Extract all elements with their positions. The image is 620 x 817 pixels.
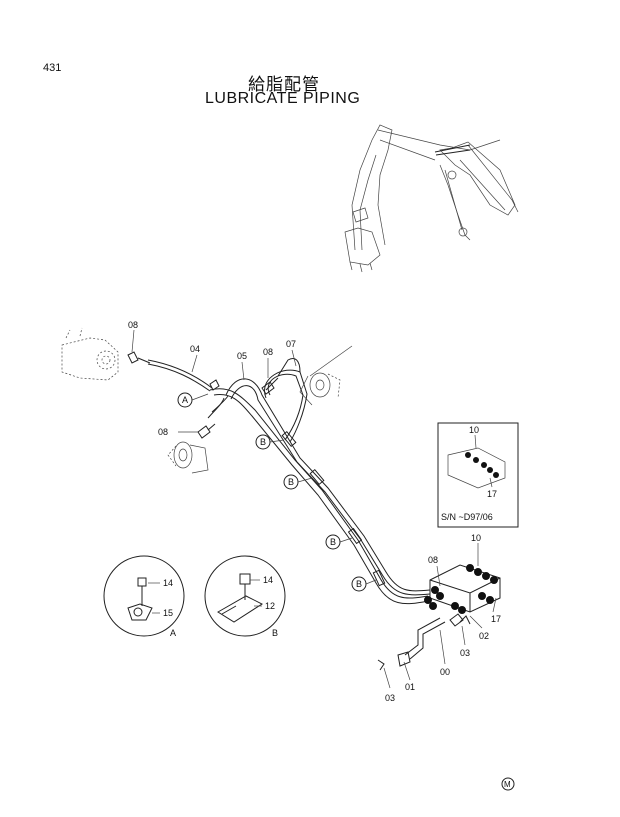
- fitting-08-mid: [261, 381, 275, 395]
- callout-17-inset: 17: [487, 489, 497, 499]
- callout-10-inset: 10: [469, 425, 479, 435]
- callout-15: 15: [163, 608, 173, 618]
- fitting-08-top: [127, 351, 151, 364]
- view-marker-a: A: [177, 392, 209, 408]
- svg-text:B: B: [330, 537, 336, 547]
- view-marker-b3: B: [325, 534, 353, 550]
- serial-note: S/N ~D97/06: [441, 512, 493, 522]
- footer-mark: M: [501, 777, 515, 791]
- callout-00: 00: [440, 667, 450, 677]
- cylinder-eye-sketch-left: [167, 441, 209, 474]
- callout-08-top: 08: [128, 320, 138, 330]
- excavator-attachment-sketch: [344, 124, 519, 273]
- title-japanese: 給脂配管: [248, 75, 320, 95]
- svg-text:B: B: [288, 477, 294, 487]
- callout-17-block: 17: [491, 614, 501, 624]
- callout-07: 07: [286, 339, 296, 349]
- callout-02: 02: [479, 631, 489, 641]
- svg-text:M: M: [504, 780, 511, 789]
- callout-14-a: 14: [163, 578, 173, 588]
- svg-text:B: B: [260, 437, 266, 447]
- callout-14-b: 14: [263, 575, 273, 585]
- hose-07: [277, 358, 301, 377]
- serial-inset: [437, 422, 519, 528]
- pipe-bundle: [207, 369, 431, 605]
- callout-08-block: 08: [428, 555, 438, 565]
- leader-lines: [131, 329, 497, 689]
- callout-08-lower: 08: [158, 427, 168, 437]
- distributor-block: [424, 564, 501, 614]
- callout-12: 12: [265, 601, 275, 611]
- callout-10-block: 10: [471, 533, 481, 543]
- view-marker-b2: B: [283, 474, 313, 490]
- callout-01: 01: [405, 682, 415, 692]
- title-english: LUBRICATE PIPING: [205, 90, 361, 107]
- hose-04: [147, 359, 213, 389]
- svg-text:A: A: [182, 395, 188, 405]
- callout-08-mid: 08: [263, 347, 273, 357]
- cylinder-eye-sketch-right: [299, 345, 353, 406]
- callout-03-bottom: 03: [385, 693, 395, 703]
- view-marker-b1: B: [255, 434, 285, 450]
- callout-05: 05: [237, 351, 247, 361]
- detail-circle-a: [103, 555, 185, 637]
- page-number: 431: [43, 62, 62, 74]
- detail-circle-b: [204, 555, 286, 637]
- view-marker-b4: B: [351, 576, 377, 592]
- fitting-08-lower: [197, 423, 216, 439]
- detail-label-a: A: [170, 628, 176, 638]
- detail-label-b: B: [272, 628, 278, 638]
- callout-04: 04: [190, 344, 200, 354]
- fitting-a: [209, 379, 220, 391]
- pipe-00-01: [377, 613, 471, 671]
- boom-foot-sketch: [61, 327, 119, 381]
- svg-text:B: B: [356, 579, 362, 589]
- callout-03-right: 03: [460, 648, 470, 658]
